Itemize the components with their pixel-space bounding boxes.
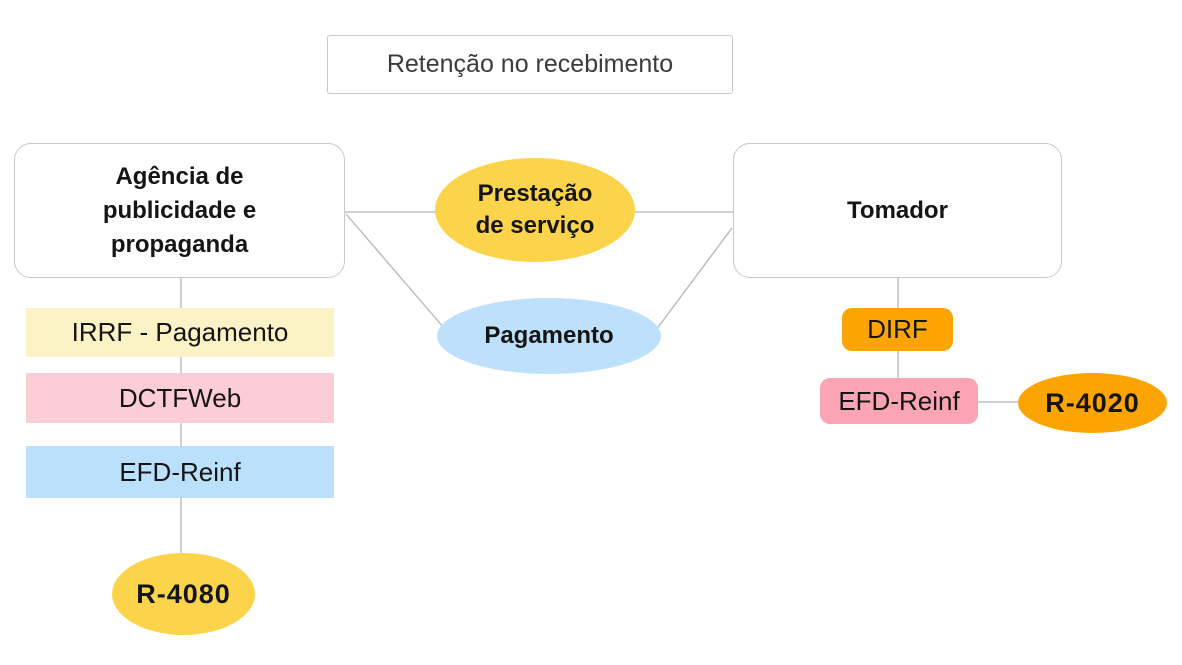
node-irrf-label: IRRF - Pagamento [71, 317, 289, 347]
node-prestacao-de-servico: Prestação de serviço [435, 158, 635, 262]
node-efd-reinf-right-label: EFD-Reinf [838, 385, 960, 416]
node-dctfweb: DCTFWeb [26, 373, 334, 423]
node-efd-reinf-left-label: EFD-Reinf [119, 456, 241, 487]
node-tomador: Tomador [733, 143, 1062, 278]
node-pagamento: Pagamento [437, 298, 661, 374]
node-r-4020-label: R-4020 [1045, 387, 1140, 418]
node-pagamento-label: Pagamento [484, 322, 614, 349]
diagram-title-label: Retenção no recebimento [386, 50, 674, 78]
node-agencia-label: Agência de publicidade e propaganda [102, 162, 257, 258]
diagram-title: Retenção no recebimento [327, 35, 733, 94]
node-dirf: DIRF [842, 308, 953, 351]
edge-pagamento-tomador [655, 227, 733, 331]
node-r-4080: R-4080 [112, 553, 255, 635]
edge-agencia-pagamento [345, 213, 445, 329]
node-irrf-pagamento: IRRF - Pagamento [26, 308, 334, 357]
node-agencia-publicidade: Agência de publicidade e propaganda [14, 143, 345, 278]
node-prestacao-label: Prestação de serviço [475, 180, 595, 239]
node-dirf-label: DIRF [867, 314, 928, 344]
node-dctfweb-label: DCTFWeb [118, 382, 242, 413]
node-r-4020: R-4020 [1018, 373, 1167, 433]
node-tomador-label: Tomador [847, 196, 948, 224]
node-efd-reinf-left: EFD-Reinf [26, 446, 334, 498]
node-r-4080-label: R-4080 [136, 578, 231, 609]
node-efd-reinf-right: EFD-Reinf [820, 378, 978, 424]
